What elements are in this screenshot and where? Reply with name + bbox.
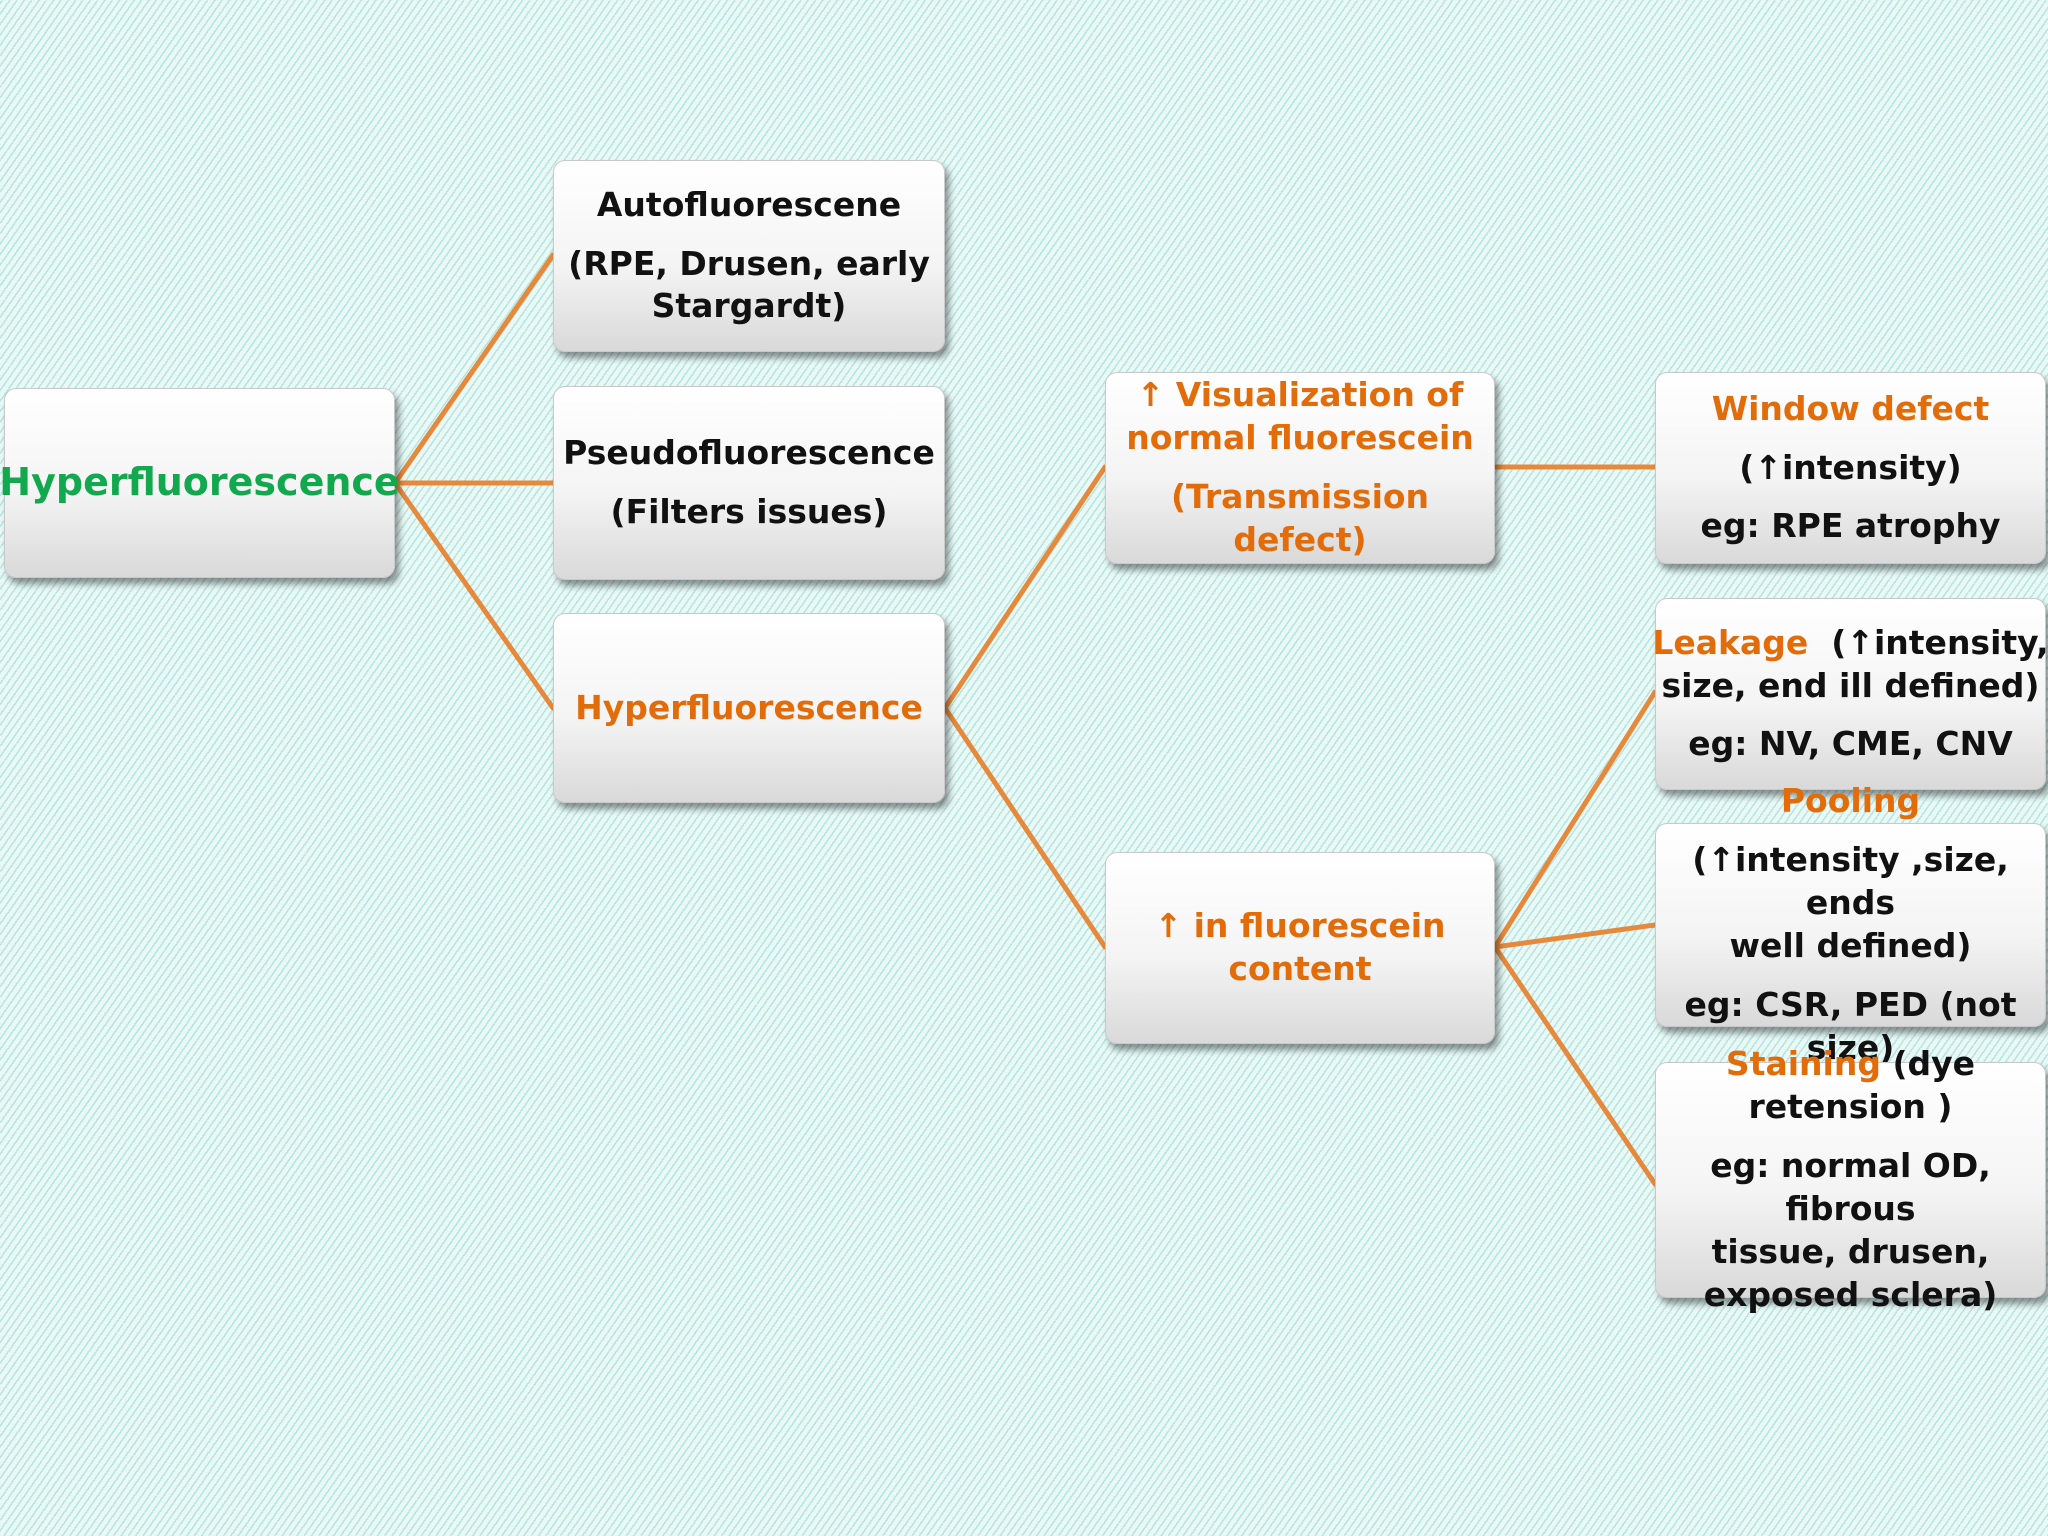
leakage-detail-line2: size, end ill defined) xyxy=(1661,665,2040,705)
pooling-detail-line1: (↑intensity ,size, ends xyxy=(1692,840,2009,923)
node-hyperfluorescence-branch: Hyperfluorescence xyxy=(553,613,945,803)
connector-branch-to-content xyxy=(942,705,1108,950)
staining-example-line1: eg: normal OD, fibrous xyxy=(1710,1146,1991,1228)
staining-detail-line2: retension ) xyxy=(1748,1087,1953,1127)
node-pooling: Pooling (↑intensity ,size, ends well def… xyxy=(1655,781,2046,1067)
connector-branch-to-visualization xyxy=(942,464,1108,711)
node-autofluorescence: Autofluorescene (RPE, Drusen, early Star… xyxy=(553,160,945,352)
connector-root-to-hyperfluorescence-branch xyxy=(392,480,556,711)
connector-content-to-staining xyxy=(1492,944,1658,1187)
node-fluorescein-content: ↑ in fluorescein content xyxy=(1105,852,1495,1044)
leakage-example: eg: NV, CME, CNV xyxy=(1688,724,2013,764)
content-line2: content xyxy=(1228,949,1372,988)
autofluorescence-detail-line2: Stargardt) xyxy=(651,286,847,326)
staining-example-line2: tissue, drusen, xyxy=(1711,1231,1990,1271)
staining-example-line3: exposed sclera) xyxy=(1703,1274,1998,1314)
root-node-hyperfluorescence: Hyperfluorescence xyxy=(0,388,400,578)
node-leakage: Leakage (↑intensity, size, end ill defin… xyxy=(1652,598,2048,790)
connector-content-to-leakage xyxy=(1492,689,1658,950)
hyperfluorescence-branch-label: Hyperfluorescence xyxy=(575,687,923,727)
pseudofluorescence-title: Pseudofluorescence xyxy=(563,433,935,473)
staining-heading-line: Staining (dye xyxy=(1726,1043,1975,1086)
autofluorescence-detail-line1: (RPE, Drusen, early xyxy=(568,243,930,283)
leakage-detail-line1: (↑intensity, xyxy=(1831,622,2048,662)
node-visualization: ↑ Visualization of normal fluorescein (T… xyxy=(1105,372,1495,564)
staining-title: Staining xyxy=(1725,1044,1881,1084)
visualization-line3: (Transmission defect) xyxy=(1170,477,1430,559)
pooling-detail-line2: well defined) xyxy=(1729,926,1972,965)
autofluorescence-title: Autofluorescene xyxy=(596,184,902,224)
pseudofluorescence-detail: (Filters issues) xyxy=(610,492,888,531)
staining-detail-line1: (dye xyxy=(1892,1044,1976,1084)
visualization-line2: normal fluorescein xyxy=(1126,418,1474,458)
window-defect-title: Window defect xyxy=(1711,388,1990,428)
pooling-example: eg: CSR, PED (not size) xyxy=(1684,984,2017,1067)
window-defect-detail: (↑intensity) xyxy=(1739,447,1962,487)
node-window-defect: Window defect (↑intensity) eg: RPE atrop… xyxy=(1655,372,2046,564)
leakage-heading-line: Leakage (↑intensity, xyxy=(1652,622,2048,665)
connector-root-to-autofluorescence xyxy=(392,252,556,486)
content-line1: ↑ in fluorescein xyxy=(1154,906,1446,946)
connector-content-to-pooling xyxy=(1492,922,1658,950)
visualization-line1: ↑ Visualization of xyxy=(1136,375,1464,415)
window-defect-example: eg: RPE atrophy xyxy=(1700,506,2001,546)
node-staining: Staining (dye retension ) eg: normal OD,… xyxy=(1655,1044,2046,1314)
leakage-title: Leakage xyxy=(1652,622,1809,662)
root-label: Hyperfluorescence xyxy=(0,460,400,505)
node-pseudofluorescence: Pseudofluorescence (Filters issues) xyxy=(553,386,945,580)
pooling-title: Pooling xyxy=(1780,781,1921,821)
